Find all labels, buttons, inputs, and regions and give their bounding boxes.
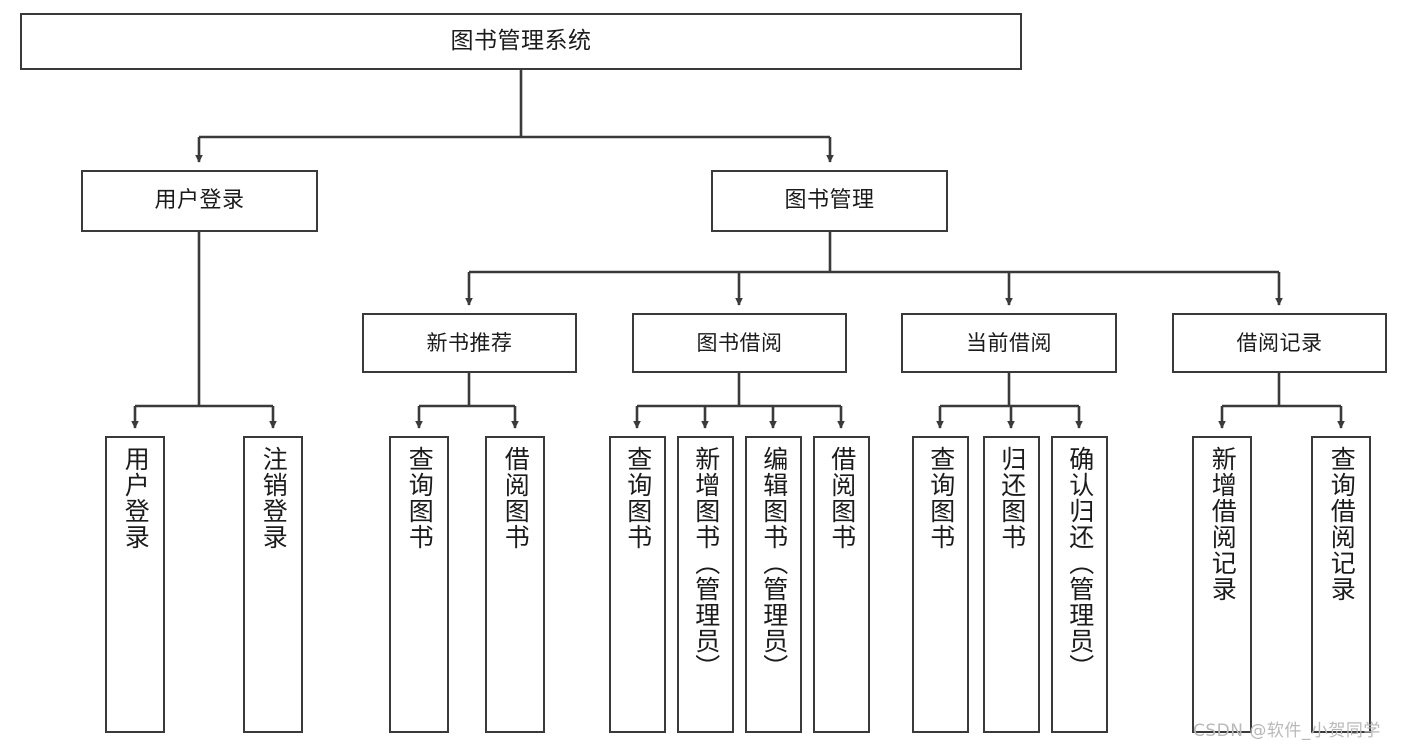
node-label: 归还图书 bbox=[997, 446, 1027, 550]
leaf-confirm-return-admin[interactable]: 确认归还（管理员） bbox=[1051, 436, 1108, 733]
node-label: 查询图书 bbox=[926, 446, 956, 550]
node-label: 当前借阅 bbox=[966, 330, 1052, 355]
leaf-return-book[interactable]: 归还图书 bbox=[983, 436, 1040, 733]
leaf-add-borrow-record[interactable]: 新增借阅记录 bbox=[1192, 436, 1252, 733]
leaf-add-book-admin[interactable]: 新增图书（管理员） bbox=[677, 436, 734, 733]
node-label: 新增借阅记录 bbox=[1208, 446, 1238, 602]
node-user-login[interactable]: 用户登录 bbox=[81, 170, 318, 232]
leaf-query-book-recommend[interactable]: 查询图书 bbox=[389, 436, 449, 733]
node-label: 借阅图书 bbox=[827, 446, 857, 550]
node-book-borrow[interactable]: 图书借阅 bbox=[632, 313, 847, 373]
leaf-query-book-current[interactable]: 查询图书 bbox=[912, 436, 969, 733]
node-book-management[interactable]: 图书管理 bbox=[711, 170, 948, 232]
leaf-borrow-book-recommend[interactable]: 借阅图书 bbox=[485, 436, 545, 733]
node-label: 图书管理系统 bbox=[450, 28, 592, 55]
node-new-book-recommend[interactable]: 新书推荐 bbox=[362, 313, 577, 373]
leaf-borrow-book[interactable]: 借阅图书 bbox=[813, 436, 870, 733]
node-label: 查询借阅记录 bbox=[1327, 446, 1357, 602]
node-label: 查询图书 bbox=[405, 446, 435, 550]
node-label: 图书管理 bbox=[784, 188, 875, 214]
leaf-edit-book-admin[interactable]: 编辑图书（管理员） bbox=[745, 436, 802, 733]
node-label: 借阅图书 bbox=[501, 446, 531, 550]
node-root-system[interactable]: 图书管理系统 bbox=[20, 13, 1022, 70]
leaf-query-book-borrow[interactable]: 查询图书 bbox=[609, 436, 666, 733]
node-label: 用户登录 bbox=[121, 446, 151, 550]
node-label: 图书借阅 bbox=[696, 330, 783, 355]
node-label: 注销登录 bbox=[259, 446, 289, 550]
leaf-query-borrow-record[interactable]: 查询借阅记录 bbox=[1311, 436, 1371, 733]
node-label: 编辑图书（管理员） bbox=[759, 446, 789, 680]
node-label: 借阅记录 bbox=[1236, 330, 1323, 355]
node-label: 确认归还（管理员） bbox=[1065, 446, 1095, 680]
node-label: 新增图书（管理员） bbox=[691, 446, 721, 680]
csdn-watermark: CSDN @软件_小贺同学 bbox=[1193, 721, 1381, 741]
node-borrow-record[interactable]: 借阅记录 bbox=[1172, 313, 1387, 373]
node-label: 用户登录 bbox=[154, 188, 245, 214]
node-label: 新书推荐 bbox=[426, 330, 513, 355]
node-label: 查询图书 bbox=[623, 446, 653, 550]
leaf-logout[interactable]: 注销登录 bbox=[243, 436, 303, 733]
node-current-borrow[interactable]: 当前借阅 bbox=[901, 313, 1117, 373]
leaf-user-login[interactable]: 用户登录 bbox=[105, 436, 165, 733]
